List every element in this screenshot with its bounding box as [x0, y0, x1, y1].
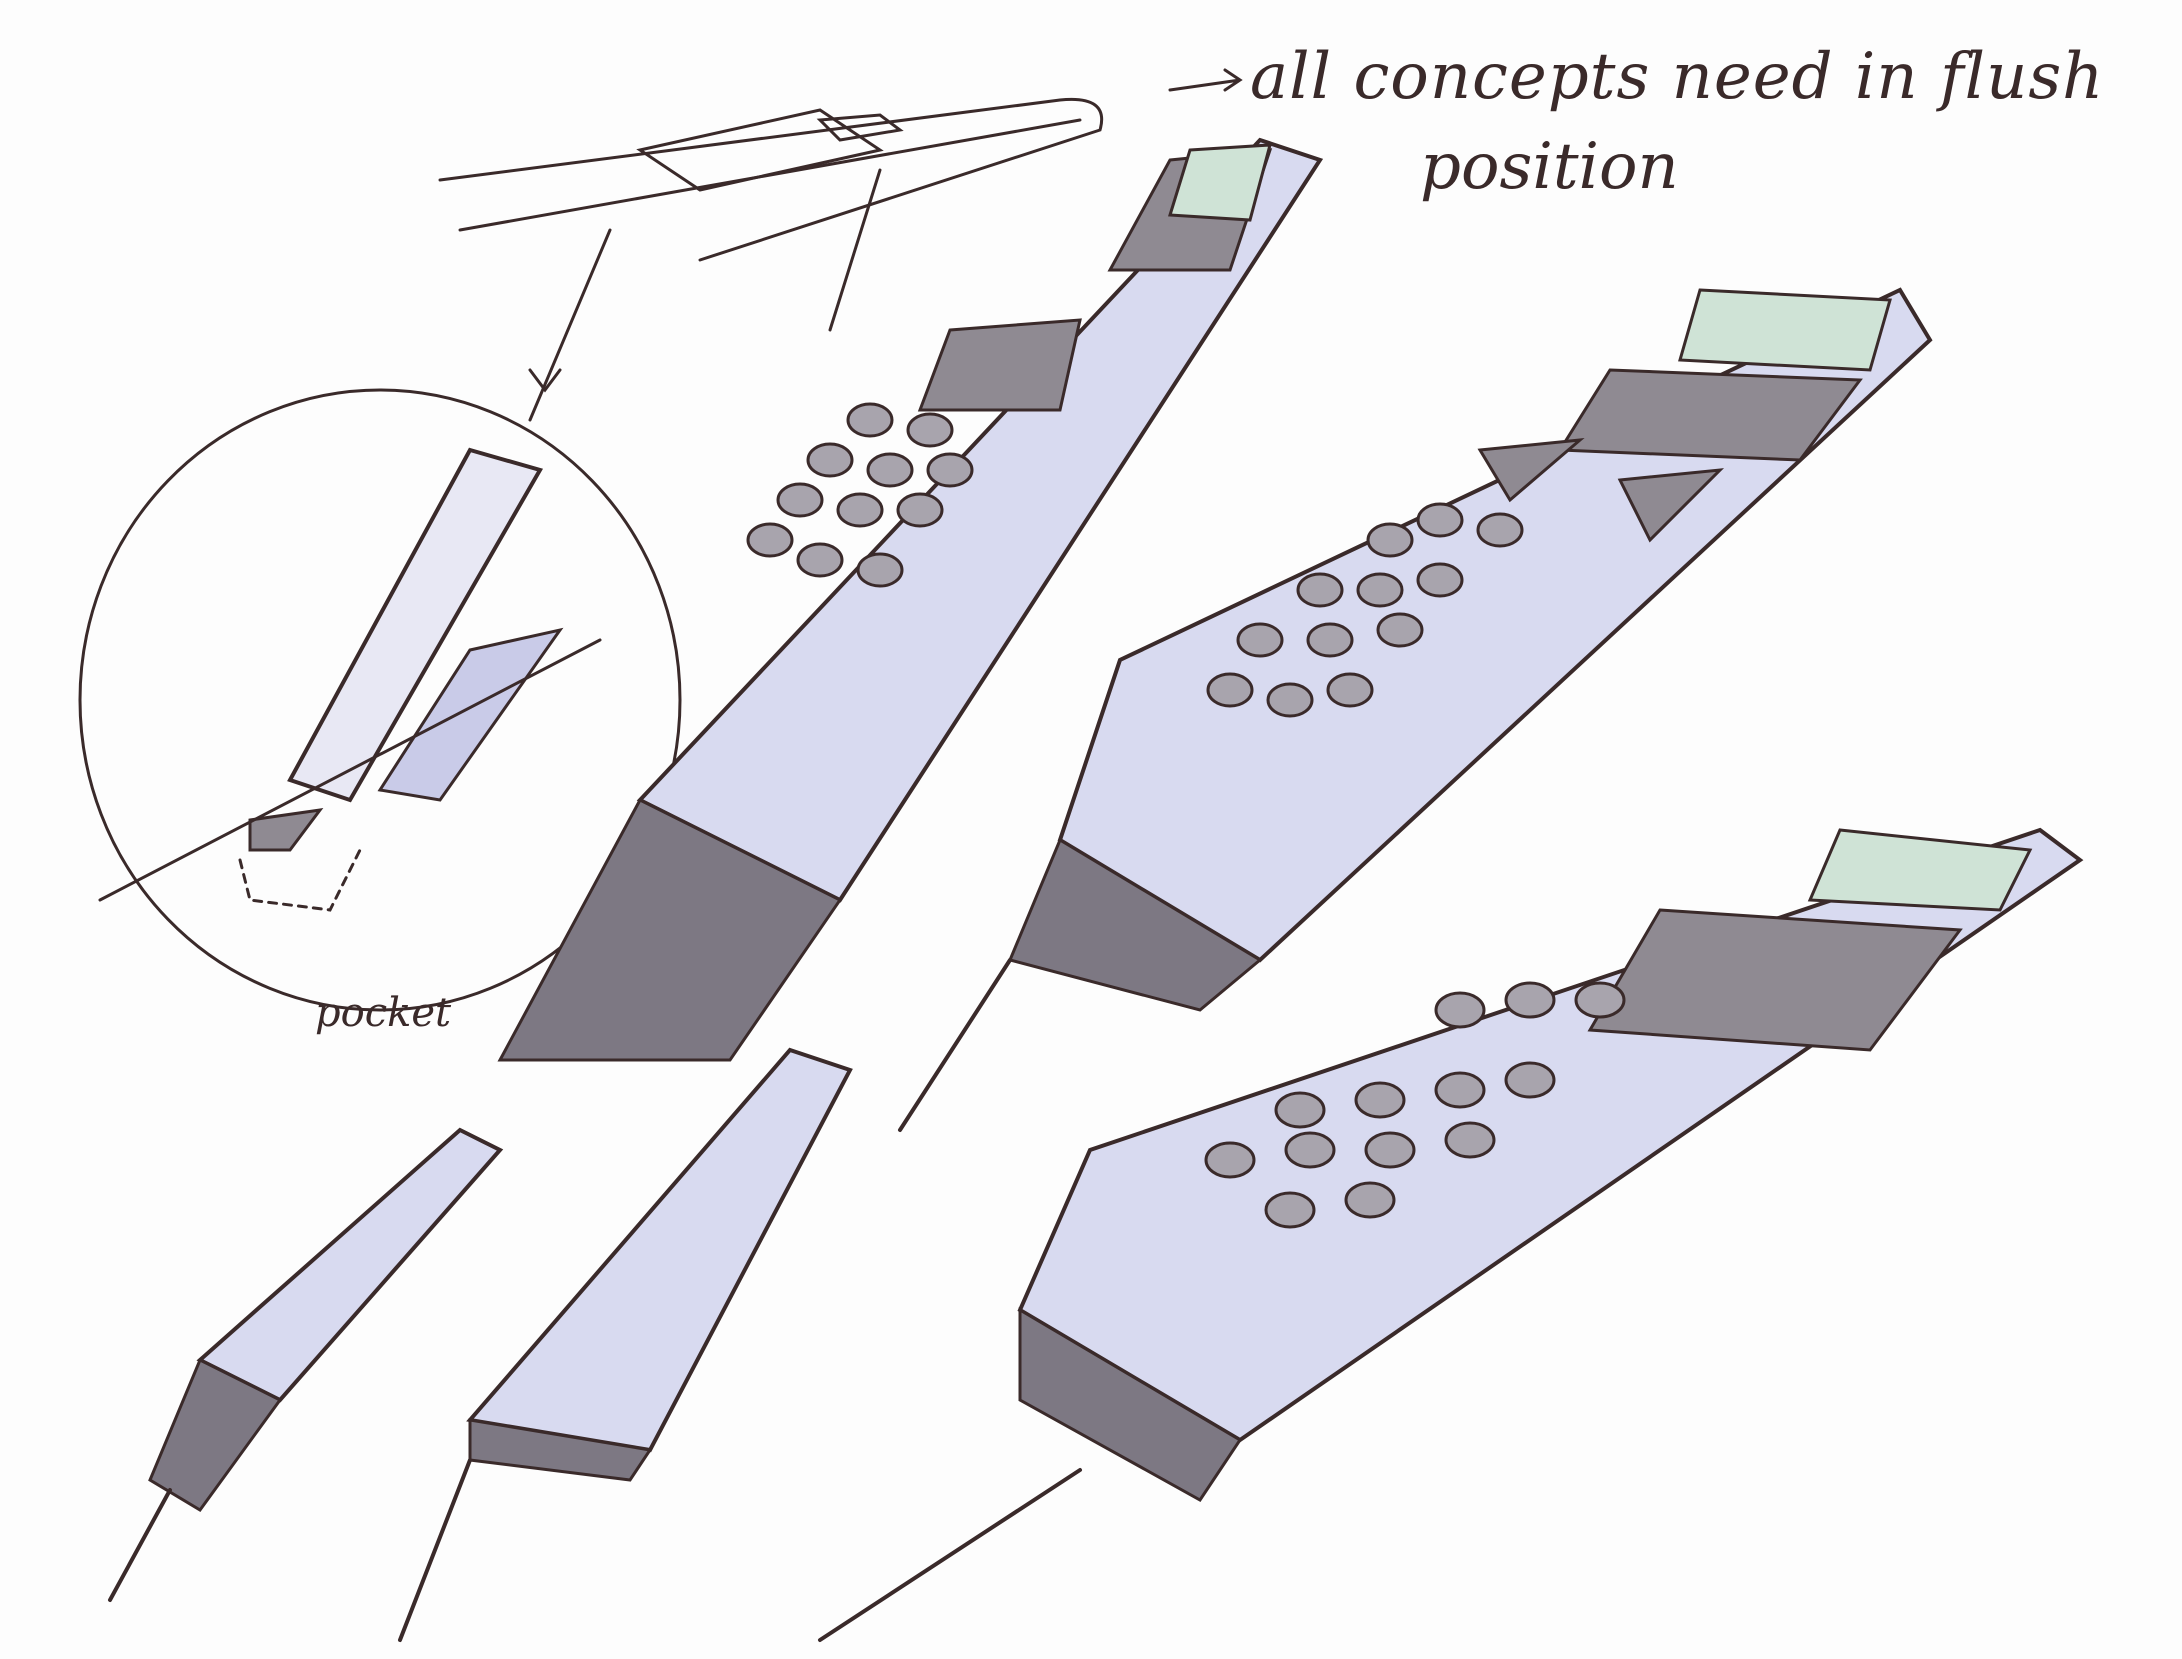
pocket-detail-circle [78, 388, 682, 1012]
small-handle-1 [108, 1127, 504, 1602]
remote-concept-1 [497, 137, 1324, 1062]
annotation-main: all concepts need in flush [1250, 40, 2105, 114]
arrow-icon [1168, 68, 1243, 92]
annotation-pocket: pocket [315, 990, 452, 1036]
remote-concept-3 [818, 827, 2084, 1642]
small-handle-2 [398, 1047, 853, 1642]
remote-concept-2 [898, 287, 1933, 1132]
annotation-position: position [1420, 130, 1679, 204]
top-perspective-sketch [438, 97, 1103, 422]
